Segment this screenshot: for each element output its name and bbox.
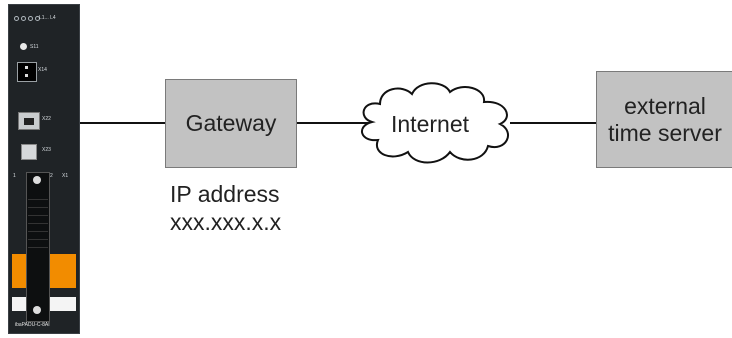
time-server-label-line2: time server	[608, 119, 722, 146]
time-server-label-line1: external	[624, 92, 706, 119]
internet-label: Internet	[391, 111, 469, 137]
slot-label: 2	[50, 173, 53, 179]
gateway-box: Gateway	[165, 79, 297, 168]
ethernet-port-label: X22	[42, 116, 51, 122]
ethernet-port-icon[interactable]	[18, 112, 40, 130]
slot-label: 1	[13, 173, 16, 179]
port-label: X23	[42, 147, 51, 153]
device-model-label: ibaPADU-C-8AI	[15, 322, 50, 328]
internet-cloud-icon	[361, 82, 509, 164]
led-icon	[35, 16, 40, 21]
led-icon	[28, 16, 33, 21]
connector-ribs	[28, 192, 48, 252]
ip-address-label: IP address	[170, 181, 280, 207]
port-icon	[21, 144, 37, 160]
ip-address-value: xxx.xxx.x.x	[170, 209, 282, 235]
gateway-label: Gateway	[185, 110, 277, 136]
button-label: S11	[30, 44, 39, 50]
slot-label: X1	[62, 173, 69, 179]
screw-icon	[33, 176, 41, 184]
reset-button[interactable]	[20, 43, 27, 50]
iba-device-module: L1... L4 S11 X14 X22 X23 1 2 X1 ibaPADU-…	[8, 4, 80, 334]
led-icon	[14, 16, 19, 21]
status-leds	[14, 16, 40, 21]
power-connector-icon	[17, 62, 37, 82]
led-icon	[21, 16, 26, 21]
time-server-box: external time server	[596, 71, 732, 168]
led-label: L1... L4	[39, 15, 56, 21]
screw-icon	[33, 306, 41, 314]
connector-label: X14	[38, 67, 47, 73]
